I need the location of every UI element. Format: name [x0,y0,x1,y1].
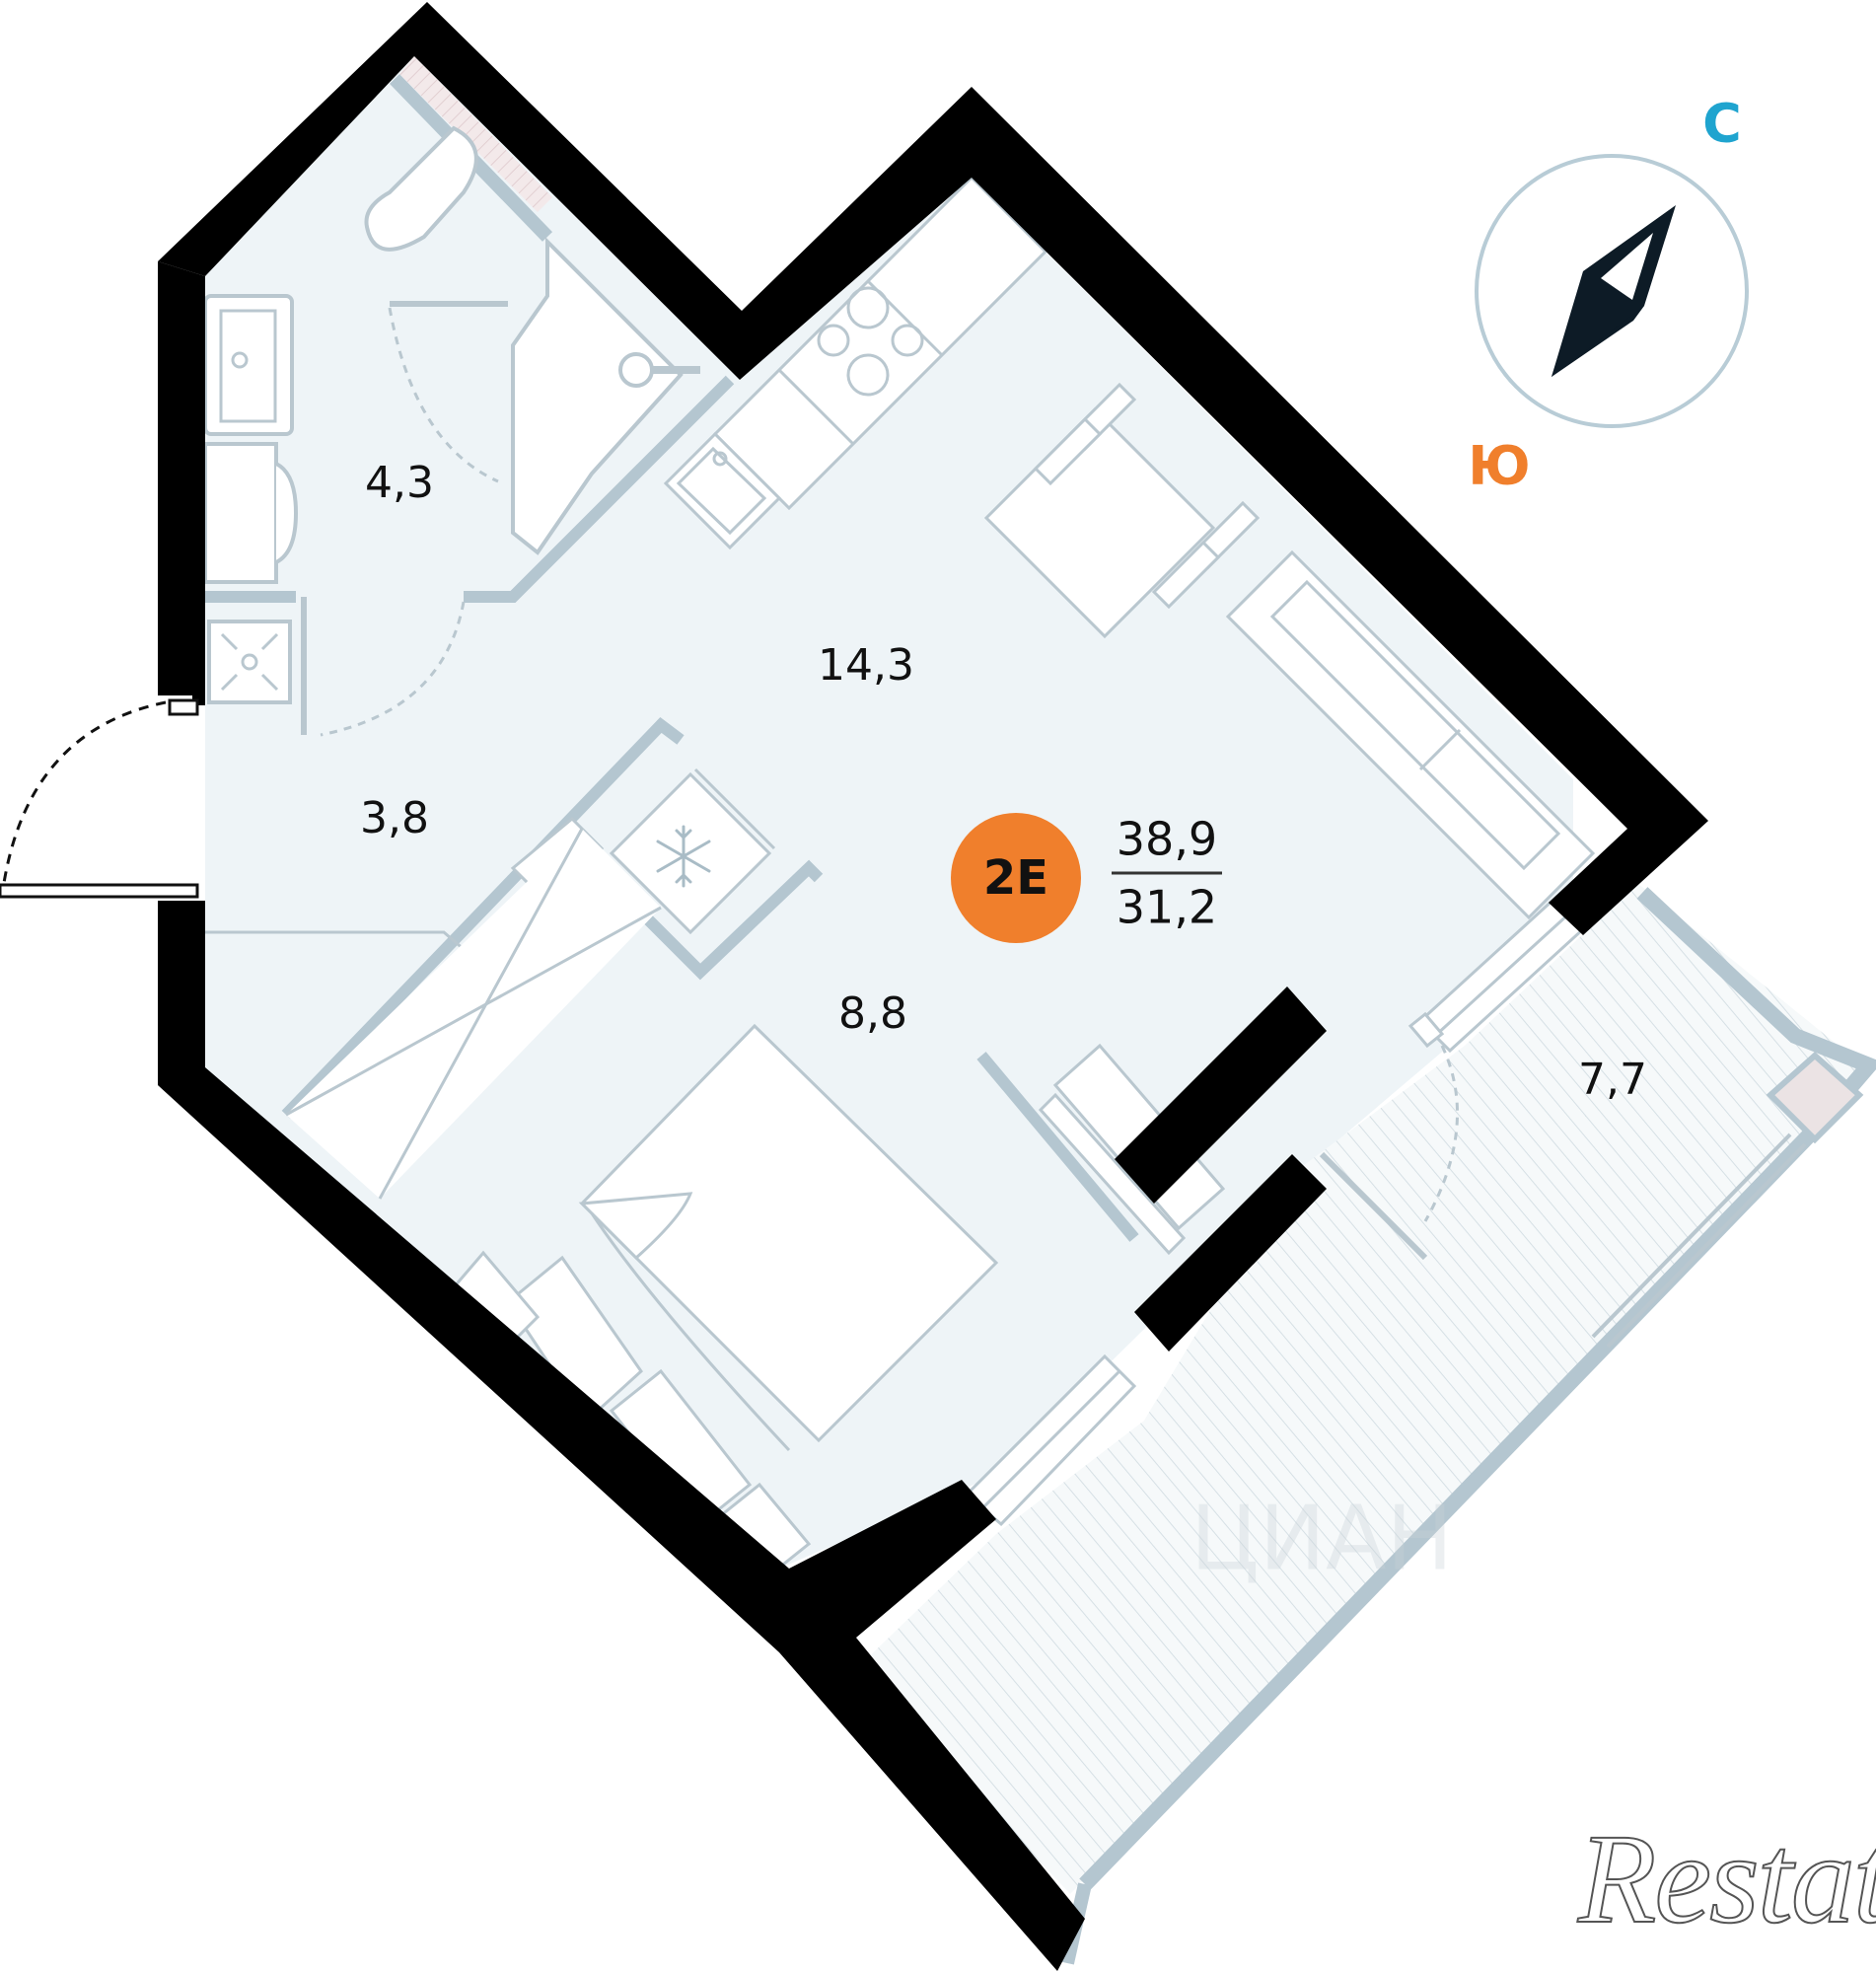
stove-icon [817,286,924,397]
entrance-door-leaf[interactable] [0,883,199,899]
area-fraction: 38,9 31,2 [1112,813,1222,934]
bathroom-sink-icon [203,294,294,436]
balcony-window-line-2 [1591,1133,1792,1339]
exterior-wall-top-left [158,2,1708,935]
snowflake-icon [656,825,711,888]
bathroom-partition [464,375,735,603]
compass-north-label: С [1702,92,1742,155]
wardrobe-partition [281,717,685,1120]
bathroom-tiles [399,56,552,212]
fraction-divider [1112,871,1222,875]
shower-drain-icon [618,352,654,388]
room-area-bathroom: 4,3 [365,458,434,508]
room-area-hallway: 3,8 [360,793,429,843]
bathroom-door-swing-2 [388,307,499,483]
room-area-bedroom: 8,8 [838,988,907,1039]
kitchen-sink-icon [663,431,782,550]
compass [1475,154,1749,428]
bathroom-door-swing [320,601,466,737]
closet-drain-icon [207,620,292,704]
balcony-railing [1079,887,1876,1890]
balcony-column [1766,1051,1864,1144]
compass-south-label: Ю [1468,434,1531,497]
bed-icon [451,1023,999,1586]
living-area: 31,2 [1116,880,1218,934]
sofa-icon [1225,549,1596,920]
compass-ring [1475,154,1749,428]
exterior-wall-pier-2 [1134,1154,1327,1352]
toilet-icon [364,125,478,252]
brand-watermark: Restate [1577,1807,1876,1951]
dining-table-icon [983,382,1261,639]
entrance-door-swing [2,700,167,884]
washing-machine-icon [203,442,278,584]
room-area-kitchen-living: 14,3 [818,640,914,691]
shower-icon [511,237,684,555]
balcony-floor [858,883,1869,1894]
exterior-wall-left-lower [158,901,1085,1971]
exterior-wall-pier [1115,986,1327,1204]
apartment-code-badge: 2E [951,813,1081,943]
bedroom-partition [976,1052,1139,1242]
faint-watermark: ЦИАН [1190,1487,1454,1591]
exterior-wall-left-upper [158,261,205,705]
kitchen-counter [712,175,1048,511]
total-area: 38,9 [1116,812,1218,866]
balcony-door-leaf [1319,1151,1428,1261]
entrance-door-jamb [168,698,199,716]
wardrobe-x-icon [285,828,662,1200]
balcony-window-line [1606,1142,1807,1349]
apartment-code: 2E [982,850,1049,906]
balcony-door-swing [1423,1045,1459,1222]
room-area-balcony: 7,7 [1578,1055,1647,1105]
